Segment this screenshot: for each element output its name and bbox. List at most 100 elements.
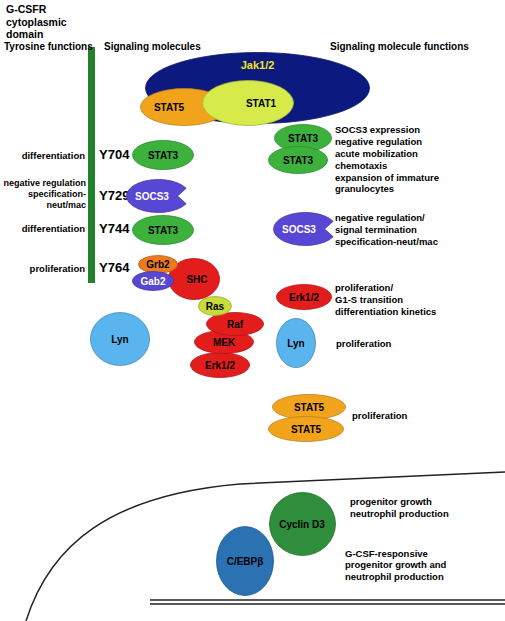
node-label: Erk1/2 xyxy=(289,292,319,303)
function-label: negative regulation/ xyxy=(335,212,425,223)
stat-shape: STAT5 xyxy=(272,394,346,420)
function-label-box: differentiation kinetics xyxy=(335,306,436,317)
column-header-box: Signaling molecule functions xyxy=(330,41,469,53)
function-label-box: signal termination xyxy=(335,224,417,235)
node-outline xyxy=(133,141,194,170)
function-label: acute mobilization xyxy=(335,148,418,159)
node-outline xyxy=(277,319,316,368)
function-label: specification-neut/mac xyxy=(335,236,438,247)
node-outline xyxy=(195,331,254,354)
node-outline xyxy=(191,353,250,378)
node-outline xyxy=(169,259,220,300)
node-label: STAT3 xyxy=(288,133,318,144)
kinase-ellipse: Erk1/2 xyxy=(276,284,332,310)
function-label-box: G-CSF-responsive progenitor growth and n… xyxy=(345,548,467,582)
transcription-factor-ellipse: C/EBPβ xyxy=(216,526,274,596)
function-label-box: negative regulation specification-neut/m… xyxy=(0,178,86,210)
stat-shape: STAT3 xyxy=(132,140,194,170)
function-label: G1-S transition xyxy=(335,294,403,305)
function-label-box: proliferation xyxy=(0,263,85,274)
node-outline xyxy=(269,493,335,556)
function-label-box: differentiation xyxy=(0,223,85,234)
function-label-box: expansion of immature granulocytes xyxy=(335,172,457,195)
receptor-domain-bar xyxy=(88,47,95,283)
function-label: proliferation xyxy=(0,263,85,274)
function-label: negative regulation xyxy=(335,136,422,147)
function-label-box: progenitor growth xyxy=(350,496,432,507)
function-label-box: negative regulation/ xyxy=(335,212,425,223)
column-header-box: Tyrosine functions xyxy=(4,41,93,53)
node-label: Jak1/2 xyxy=(241,59,275,71)
node-label: STAT5 xyxy=(291,424,321,435)
node-label: STAT5 xyxy=(294,402,324,413)
tyrosine-label-box: Y764 xyxy=(99,260,129,276)
node-outline xyxy=(269,147,328,174)
node-outline xyxy=(126,180,186,213)
node-label: C/EBPβ xyxy=(227,556,264,567)
function-label: neutrophil production xyxy=(350,508,449,519)
node-label: Lyn xyxy=(111,334,128,345)
function-label: proliferation xyxy=(336,338,391,349)
node-label: STAT3 xyxy=(283,155,313,166)
node-label: STAT3 xyxy=(148,225,178,236)
tyrosine-label: Y704 xyxy=(99,147,129,163)
node-outline xyxy=(139,255,178,273)
tyrosine-label: Y764 xyxy=(99,260,129,276)
adaptor-ellipse: Grb2 xyxy=(138,255,178,274)
stat-shape: STAT1 xyxy=(202,80,294,126)
node-outline xyxy=(91,313,150,366)
dna-line xyxy=(150,599,505,601)
node-label: SOCS3 xyxy=(135,191,169,202)
node-outline xyxy=(133,272,174,291)
function-label: signal termination xyxy=(335,224,417,235)
node-label: MEK xyxy=(213,337,235,348)
gtpase-ellipse: Ras xyxy=(198,296,232,316)
kinase-ellipse: Lyn xyxy=(276,318,316,368)
tyrosine-label: Y744 xyxy=(99,221,129,237)
function-label-box: proliferation xyxy=(336,338,391,349)
node-outline xyxy=(217,527,274,596)
function-label: proliferation xyxy=(352,410,407,421)
node-label: SOCS3 xyxy=(282,224,316,235)
node-outline xyxy=(199,297,232,316)
function-label-box: SOCS3 expression xyxy=(335,124,420,135)
function-label-box: neutrophil production xyxy=(350,508,449,519)
function-label: differentiation xyxy=(0,150,85,161)
node-outline xyxy=(269,417,344,442)
function-label-box: acute mobilization xyxy=(335,148,418,159)
socs-shape: SOCS3 xyxy=(273,212,337,246)
tyrosine-label-box: Y704 xyxy=(99,147,129,163)
kinase-ellipse: Erk1/2 xyxy=(190,352,250,378)
stat-shape: STAT3 xyxy=(268,146,328,174)
node-outline xyxy=(207,313,264,336)
function-label-box: proliferation/ xyxy=(335,282,393,293)
kinase-ellipse: Lyn xyxy=(90,312,150,366)
function-label: negative regulation specification-neut/m… xyxy=(0,178,86,210)
node-label: STAT5 xyxy=(154,102,184,113)
node-outline xyxy=(133,216,194,245)
function-label-box: negative regulation xyxy=(335,136,422,147)
tyrosine-label-box: Y744 xyxy=(99,221,129,237)
tyrosine-label: Y729 xyxy=(99,188,129,204)
function-label: differentiation xyxy=(0,223,85,234)
domain-heading-box: G-CSFR cytoplasmic domain xyxy=(6,3,78,41)
function-label: chemotaxis xyxy=(335,160,387,171)
nucleus-outline xyxy=(26,472,505,621)
function-label: expansion of immature granulocytes xyxy=(335,172,457,195)
tyrosine-label-box: Y729 xyxy=(99,188,129,204)
domain-heading: G-CSFR cytoplasmic domain xyxy=(6,3,78,41)
function-label: progenitor growth xyxy=(350,496,432,507)
node-label: SHC xyxy=(186,274,207,285)
adaptor-ellipse: Gab2 xyxy=(132,271,174,291)
function-label: G-CSF-responsive progenitor growth and n… xyxy=(345,548,467,582)
socs-shape: SOCS3 xyxy=(126,179,190,213)
function-label: differentiation kinetics xyxy=(335,306,436,317)
function-label-box: differentiation xyxy=(0,150,85,161)
node-outline xyxy=(273,213,333,246)
node-label: Gab2 xyxy=(140,276,165,287)
cyclin-circle: Cyclin D3 xyxy=(269,492,336,556)
node-label: Ras xyxy=(206,301,224,312)
function-label-box: specification-neut/mac xyxy=(335,236,438,247)
column-header: Tyrosine functions xyxy=(4,41,93,53)
